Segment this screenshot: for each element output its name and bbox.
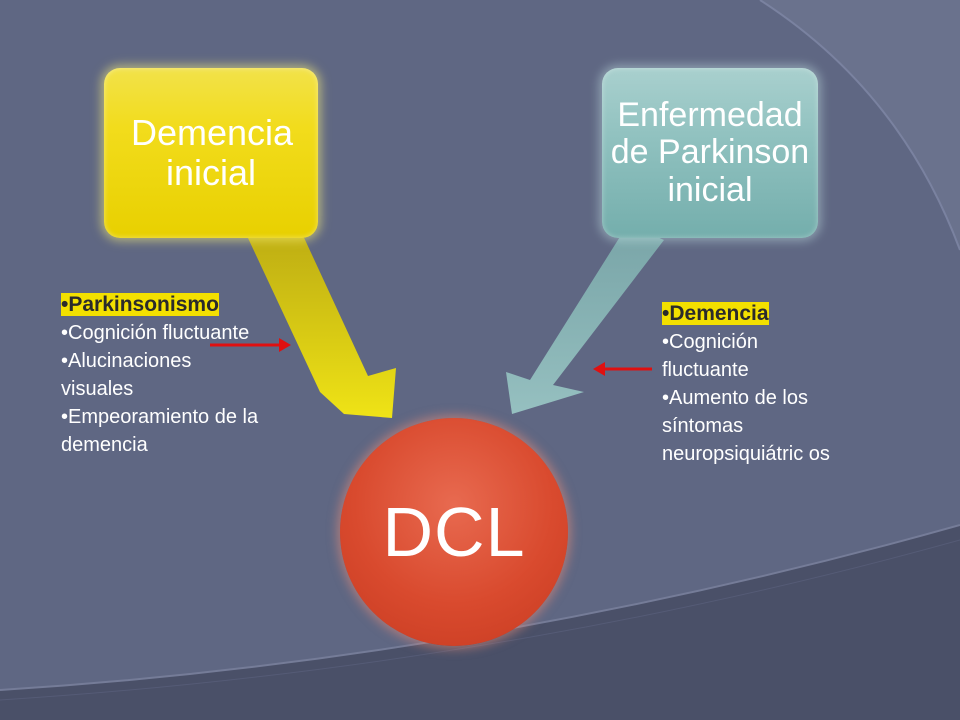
background-swoosh-top-right <box>760 0 960 250</box>
left-list-item: •Empeoramiento de la demencia <box>61 406 259 456</box>
background-swoosh-bottom <box>0 525 960 720</box>
circle-dcl: DCL <box>340 418 568 646</box>
red-pointer-arrow-right <box>593 362 652 376</box>
teal-flow-arrow <box>506 224 664 414</box>
box-enfermedad-parkinson: Enfermedad de Parkinson inicial <box>602 68 818 238</box>
yellow-flow-arrow <box>248 216 396 418</box>
box-parkinson-label: Enfermedad de Parkinson inicial <box>610 95 810 209</box>
circle-dcl-label: DCL <box>382 493 526 571</box>
right-list-item: •Aumento de los síntomas neuropsiquiátri… <box>662 387 830 465</box>
right-list-item: •Cognición fluctuante <box>662 331 758 381</box>
left-symptom-list: •Parkinsonismo •Cognición fluctuante •Al… <box>61 291 261 459</box>
left-list-item: •Cognición fluctuante <box>61 322 250 344</box>
box-demencia-inicial: Demencia inicial <box>104 68 318 238</box>
left-list-heading: •Parkinsonismo <box>61 293 219 316</box>
right-list-heading: •Demencia <box>662 302 769 325</box>
box-demencia-label: Demencia inicial <box>131 112 294 193</box>
right-symptom-list: •Demencia •Cognición fluctuante •Aumento… <box>662 300 862 468</box>
red-pointer-arrow-left <box>210 338 291 352</box>
left-list-item: •Alucinaciones visuales <box>61 350 192 400</box>
